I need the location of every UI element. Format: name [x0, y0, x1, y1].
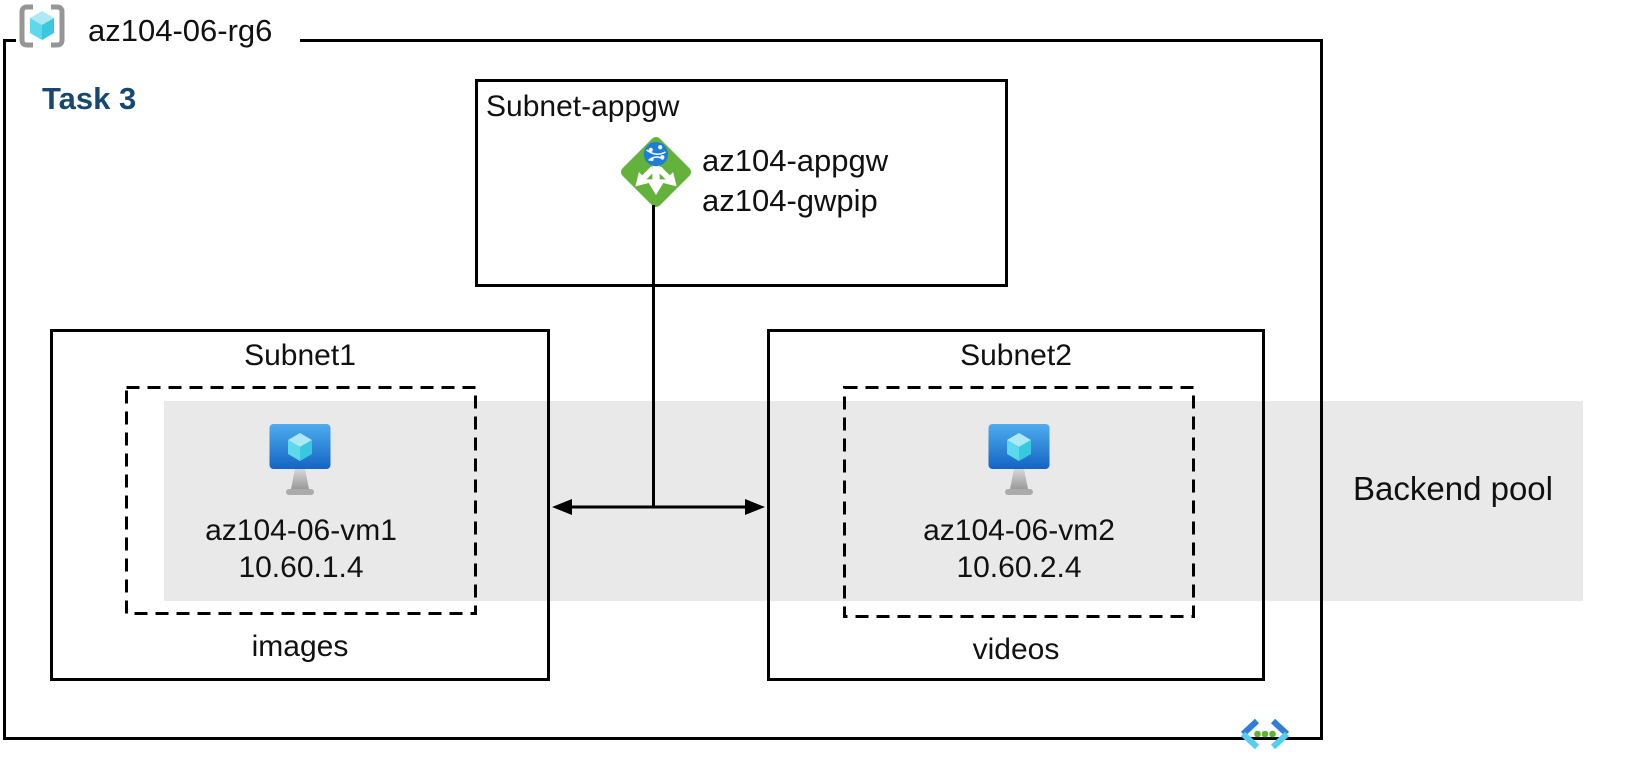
task-label: Task 3 [42, 81, 137, 116]
subnet2-box: Subnet2 [767, 329, 1265, 681]
vm1-labels: az104-06-vm1 10.60.1.4 [125, 512, 477, 586]
appgw-public-ip-label: az104-gwpip [702, 183, 878, 218]
backend-pool-band [164, 401, 1583, 601]
backend-pool-label: Backend pool [1353, 470, 1553, 507]
virtual-network-icon [1240, 718, 1290, 750]
application-gateway-labels: az104-appgw az104-gwpip [702, 141, 888, 221]
connector-vertical-line [652, 205, 655, 507]
application-gateway-icon [620, 136, 692, 208]
subnet2-title: Subnet2 [960, 339, 1072, 372]
resource-group-icon [19, 4, 65, 48]
subnet2-app-label: videos [972, 633, 1060, 666]
subnet-appgw-box: Subnet-appgw [475, 79, 1008, 287]
subnet1-title: Subnet1 [244, 339, 356, 372]
resource-group-label: az104-06-rg6 [88, 13, 273, 48]
subnet-appgw-title: Subnet-appgw [486, 90, 680, 123]
subnet2-dashed-boundary [843, 386, 1195, 618]
virtual-machine-icon [988, 424, 1050, 495]
vm2-name-label: az104-06-vm2 [923, 514, 1115, 547]
subnet1-app-label: images [251, 630, 349, 663]
vm2-labels: az104-06-vm2 10.60.2.4 [843, 512, 1195, 586]
virtual-machine-icon [269, 424, 331, 495]
appgw-name-label: az104-appgw [702, 143, 889, 178]
resource-group-border-gap [16, 36, 300, 45]
vm1-name-label: az104-06-vm1 [205, 514, 397, 547]
resource-group-border [3, 39, 1323, 740]
vm1-ip-label: 10.60.1.4 [238, 551, 364, 584]
subnet1-box: Subnet1 [50, 329, 550, 681]
vm2-ip-label: 10.60.2.4 [956, 551, 1082, 584]
connector-double-arrow [552, 499, 765, 515]
subnet1-dashed-boundary [125, 386, 477, 615]
